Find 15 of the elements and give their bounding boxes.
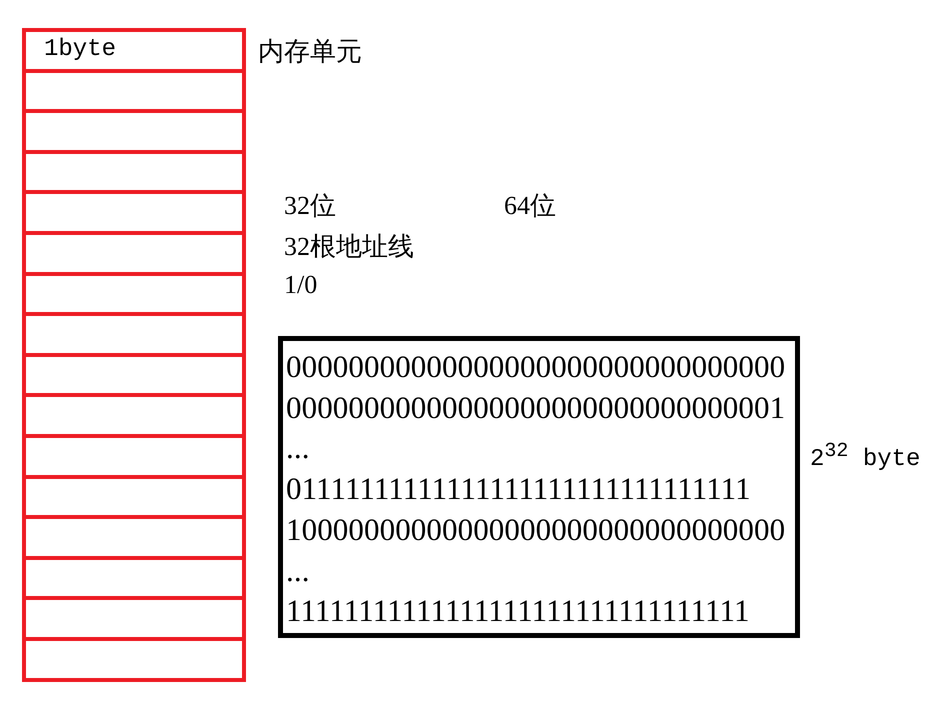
cell-label: 1byte (44, 36, 116, 63)
note-text: 1/0 (284, 270, 318, 300)
binary-address: 00000000000000000000000000000001 (286, 388, 786, 427)
memory-unit-label: 内存单元 (258, 36, 362, 68)
binary-address: 01111111111111111111111111111111 (286, 470, 751, 508)
note-text: 64位 (504, 190, 556, 222)
address-box (278, 336, 800, 638)
binary-address: 00000000000000000000000000000000 (286, 348, 786, 386)
binary-address: 10000000000000000000000000000000 (286, 510, 786, 549)
note-text: 32根地址线 (284, 231, 414, 263)
binary-address: ... (286, 552, 310, 590)
address-count: 2$^{32}$ byte (810, 440, 920, 473)
binary-address: 11111111111111111111111111111111 (286, 592, 750, 630)
binary-address: ... (286, 429, 310, 468)
note-text: 32位 (284, 190, 336, 222)
